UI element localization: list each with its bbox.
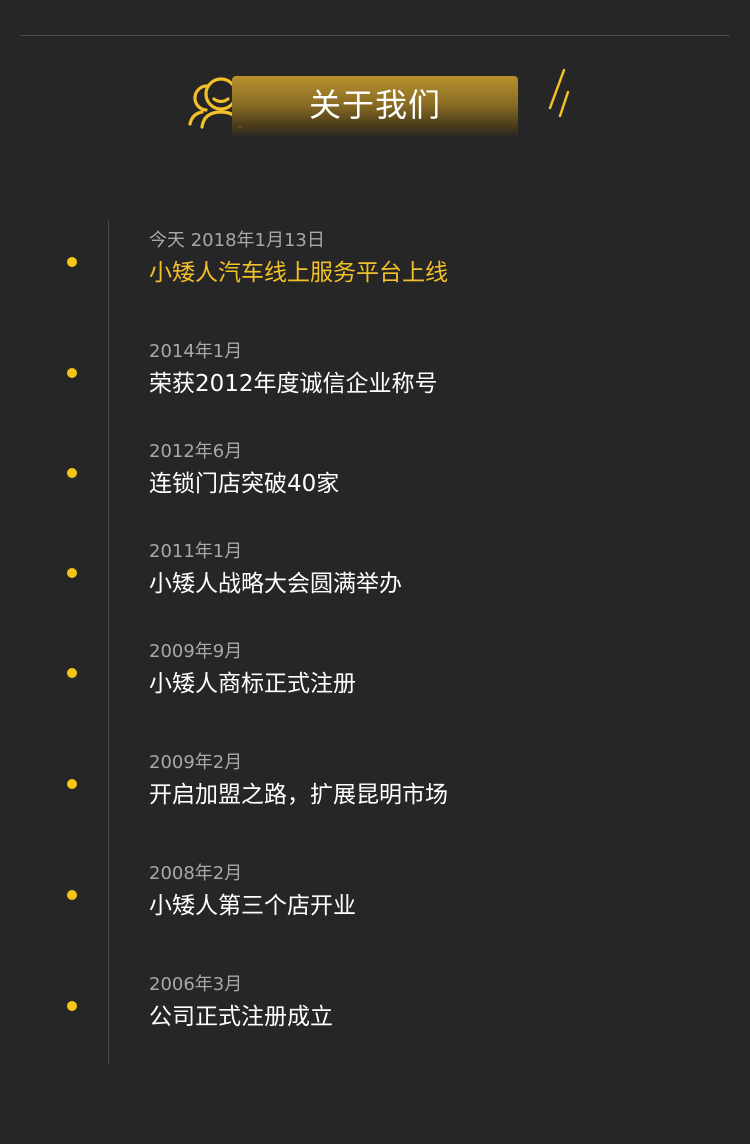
page-title: 关于我们: [308, 86, 441, 124]
timeline-dot-icon: [67, 568, 77, 578]
timeline-dot-icon: [67, 368, 77, 378]
event-date: 2011年1月: [149, 541, 243, 562]
timeline-dot-icon: [67, 468, 77, 478]
event-description: 小矮人商标正式注册: [149, 671, 356, 697]
section-header: 关于我们: [186, 68, 576, 140]
timeline-line: [108, 220, 109, 1064]
event-description: 公司正式注册成立: [149, 1004, 333, 1030]
slash-decoration-icon: [548, 68, 570, 118]
event-date: 今天 2018年1月13日: [149, 230, 325, 251]
event-date: 2008年2月: [149, 863, 243, 884]
event-description: 荣获2012年度诚信企业称号: [149, 371, 438, 397]
event-date: 2006年3月: [149, 974, 243, 995]
event-date: 2014年1月: [149, 341, 243, 362]
event-date: 2009年9月: [149, 641, 243, 662]
event-description: 小矮人汽车线上服务平台上线: [149, 260, 448, 286]
timeline-dot-icon: [67, 890, 77, 900]
timeline-dot-icon: [67, 257, 77, 267]
event-date: 2012年6月: [149, 441, 243, 462]
event-description: 开启加盟之路，扩展昆明市场: [149, 782, 448, 808]
timeline-dot-icon: [67, 779, 77, 789]
event-date: 2009年2月: [149, 752, 243, 773]
timeline-dot-icon: [67, 668, 77, 678]
event-description: 连锁门店突破40家: [149, 471, 340, 497]
event-description: 小矮人战略大会圆满举办: [149, 571, 402, 597]
timeline-dot-icon: [67, 1001, 77, 1011]
title-banner: [232, 76, 518, 138]
event-description: 小矮人第三个店开业: [149, 893, 356, 919]
top-divider: [20, 35, 730, 36]
